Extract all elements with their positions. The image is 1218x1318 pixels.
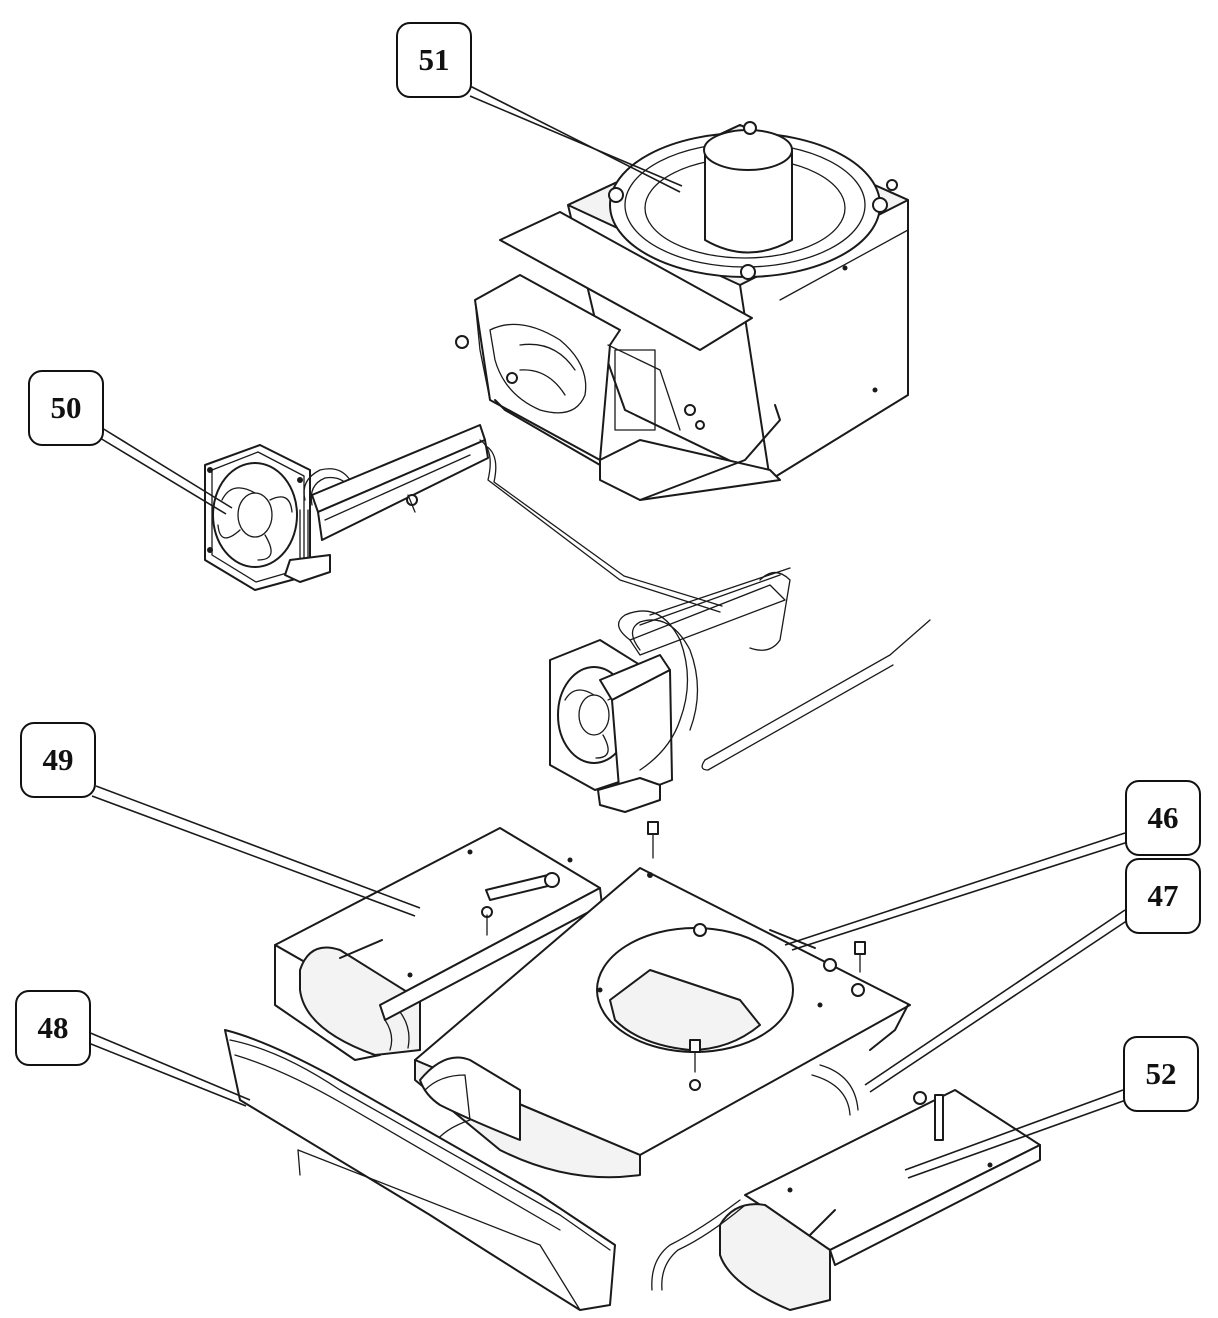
part-51-housing — [455, 121, 909, 501]
callout-47: 47 — [1125, 858, 1201, 934]
connecting-tube — [479, 439, 721, 613]
callout-49: 49 — [20, 722, 96, 798]
callout-52: 52 — [1123, 1036, 1199, 1112]
part-50-fan-assembly — [204, 424, 489, 591]
part-49-left-cover — [274, 827, 603, 1061]
callout-51: 51 — [396, 22, 472, 98]
part-52-right-cover — [651, 1089, 1041, 1311]
part-48-trough — [224, 1029, 616, 1311]
lower-fan-assembly — [549, 567, 931, 813]
callout-48: 48 — [15, 990, 91, 1066]
part-46-base-plate — [414, 821, 911, 1179]
callout-46: 46 — [1125, 780, 1201, 856]
callout-50: 50 — [28, 370, 104, 446]
leader-lines — [85, 85, 1129, 1179]
